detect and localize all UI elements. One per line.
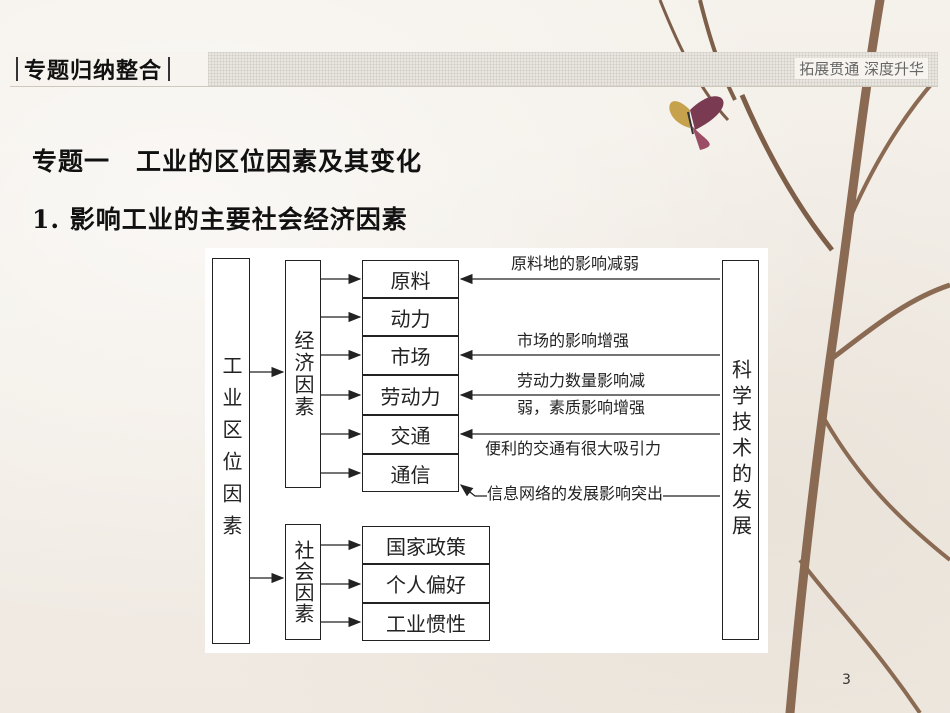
factor-label: 市场 xyxy=(390,345,431,369)
header-slogan: 拓展贯通 深度升华 xyxy=(795,58,928,79)
factor-label: 个人偏好 xyxy=(386,573,466,597)
influence-communication: 信息网络的发展影响突出 xyxy=(487,484,664,504)
factor-inertia: 工业惯性 xyxy=(362,603,490,641)
influence-raw: 原料地的影响减弱 xyxy=(511,254,640,274)
factor-label: 通信 xyxy=(390,462,431,487)
factor-power: 动力 xyxy=(362,298,459,336)
topic-title: 专题一 工业的区位因素及其变化 xyxy=(32,147,423,176)
factor-label: 工业惯性 xyxy=(386,611,466,636)
influence-transport: 便利的交通有很大吸引力 xyxy=(485,439,662,459)
factor-label: 原料 xyxy=(390,268,431,293)
diagram-arrows xyxy=(250,273,720,628)
root-label: 工业区位因素 xyxy=(219,355,243,547)
page-number: 3 xyxy=(842,672,851,688)
factor-preference: 个人偏好 xyxy=(362,564,490,603)
tech-label: 科学技术的发展 xyxy=(728,359,753,541)
economic-group-box: 经济因素 xyxy=(285,260,321,488)
influence-labor-2: 弱，素质影响增强 xyxy=(517,398,646,418)
influence-labor-1: 劳动力数量影响减 xyxy=(517,371,646,391)
factor-policy: 国家政策 xyxy=(362,526,490,564)
location-factors-diagram: 工业区位因素 经济因素 社会因素 原料 动力 市场 劳动力 交通 通信 国家政策… xyxy=(205,248,768,653)
factor-label: 劳动力 xyxy=(380,384,441,409)
tech-box: 科学技术的发展 xyxy=(722,260,759,640)
factor-labor: 劳动力 xyxy=(362,375,459,415)
header-title: 专题归纳整合 xyxy=(24,58,163,84)
factor-raw-material: 原料 xyxy=(362,260,459,298)
social-group-label: 社会因素 xyxy=(291,540,315,624)
section-title: 1. 影响工业的主要社会经济因素 xyxy=(32,205,408,234)
influence-market: 市场的影响增强 xyxy=(517,331,630,351)
header-bar: 专题归纳整合 拓展贯通 深度升华 xyxy=(10,52,938,87)
economic-group-label: 经济因素 xyxy=(291,330,315,418)
factor-label: 国家政策 xyxy=(386,534,466,559)
factor-transport: 交通 xyxy=(362,415,459,454)
header-title-box: 专题归纳整合 xyxy=(10,52,208,86)
factor-label: 动力 xyxy=(390,306,431,331)
factor-label: 交通 xyxy=(390,424,431,448)
header-divider-right xyxy=(168,57,171,81)
header-divider xyxy=(16,57,18,81)
factor-communication: 通信 xyxy=(362,454,459,492)
butterfly-icon xyxy=(669,96,724,150)
social-group-box: 社会因素 xyxy=(285,524,321,640)
root-box: 工业区位因素 xyxy=(212,258,250,644)
factor-market: 市场 xyxy=(362,336,459,375)
